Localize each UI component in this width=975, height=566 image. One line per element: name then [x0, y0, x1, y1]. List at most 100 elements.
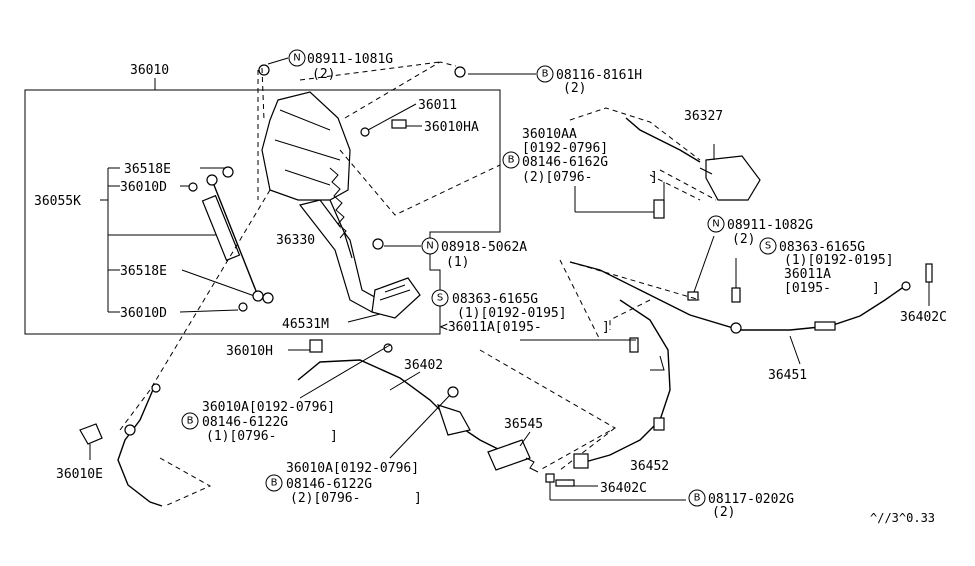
label-36010aa-range: [0192-0796] — [522, 141, 608, 156]
label-36010: 36010 — [130, 63, 169, 78]
label-36011a-center: <36011A[0195- — [440, 320, 542, 335]
svg-text:B: B — [542, 69, 549, 80]
label-36011a-right-end: ] — [872, 281, 880, 296]
label-36518e-bot: 36518E — [120, 264, 167, 279]
label-36010h: 36010H — [226, 344, 273, 359]
label-08117-0202g-qty: (2) — [712, 505, 735, 520]
label-36011a-right-range: [0195- — [784, 281, 831, 296]
nut-badge-2: N — [421, 237, 439, 255]
label-36402c-bottom: 36402C — [600, 481, 647, 496]
label-08918-5062a-qty: (1) — [446, 255, 469, 270]
bolt-08146-6162g — [574, 182, 665, 219]
dashed-guide-upper — [257, 61, 501, 216]
bolt-badge-4: B — [265, 474, 283, 492]
label-08146-6162g-qty: (2)[0796- — [522, 170, 592, 185]
label-08918-5062a: 08918-5062A — [441, 240, 527, 255]
leader-36545 — [519, 431, 531, 447]
label-08146-6122g-2-qty: (2)[0796- — [290, 491, 360, 506]
leader-46531m — [347, 313, 381, 323]
label-36010aa: 36010AA — [522, 127, 577, 142]
label-36330: 36330 — [276, 233, 315, 248]
label-08146-6162g: 08146-6162G — [522, 155, 608, 170]
nut-08911-1082g — [687, 291, 699, 301]
release-handle-36327 — [569, 107, 761, 201]
pedal-assembly — [258, 64, 466, 319]
label-36011: 36011 — [418, 98, 457, 113]
label-08146-6122g-1-end: ] — [330, 429, 338, 444]
screw-badge-1: S — [759, 237, 777, 255]
label-36011a-center-end: ] — [602, 320, 610, 335]
screw-08363-6165g-center — [629, 337, 639, 353]
label-08146-6122g-2: 08146-6122G — [286, 477, 372, 492]
label-36010e: 36010E — [56, 467, 103, 482]
leader-36010d-bot — [179, 309, 239, 313]
cable-36451 — [569, 261, 911, 334]
label-08146-6162g-end: ] — [650, 170, 658, 185]
label-08911-1081g: 08911-1081G — [307, 52, 393, 67]
label-08363-6165g-right-qty: (1)[0192-0195] — [784, 253, 894, 268]
label-08911-1082g: 08911-1082G — [727, 218, 813, 233]
bolt-08117-0202g — [545, 473, 555, 483]
nut-badge-3: N — [707, 215, 725, 233]
label-36010a-1: 36010A[0192-0796] — [202, 400, 335, 415]
adjuster-36545 — [487, 439, 539, 473]
svg-text:S: S — [437, 293, 443, 304]
cable-36452 — [573, 299, 671, 469]
leader-36011 — [367, 103, 417, 131]
leader-36518e-bot — [181, 269, 261, 299]
lower-cable — [117, 383, 212, 507]
label-36011a-right: 36011A — [784, 267, 831, 282]
assembly-frame — [24, 89, 501, 335]
label-36402c-right: 36402C — [900, 310, 947, 325]
pin-36402c-right — [925, 263, 933, 283]
bolt-36010ha — [391, 119, 407, 129]
label-08363-6165g-center-qty: (1)[0192-0195] — [457, 306, 567, 321]
bolt-badge-5: B — [688, 489, 706, 507]
screw-08363-6165g-right — [731, 287, 741, 303]
label-46531m: 46531M — [282, 317, 329, 332]
svg-text:B: B — [694, 493, 701, 504]
label-08146-6122g-1-qty: (1)[0796- — [206, 429, 276, 444]
label-36452: 36452 — [630, 459, 669, 474]
nut-badge-1: N — [288, 49, 306, 67]
label-36010a-2: 36010A[0192-0796] — [286, 461, 419, 476]
label-08116-8161h-qty: (2) — [563, 81, 586, 96]
clip-36010e — [79, 423, 103, 460]
dashed-guide-left — [119, 189, 271, 431]
damper-strut — [188, 166, 274, 312]
bracket-36055k — [100, 167, 225, 313]
bolt-badge-2: B — [502, 151, 520, 169]
svg-text:N: N — [293, 53, 300, 64]
label-36402: 36402 — [404, 358, 443, 373]
label-36010d-top: 36010D — [120, 180, 167, 195]
cable-36402 — [297, 339, 521, 461]
dashed-guide-center — [479, 259, 701, 471]
leader-36402 — [389, 371, 421, 391]
label-36545: 36545 — [504, 417, 543, 432]
pin-36402c-bottom — [555, 479, 575, 487]
label-36010d-bot: 36010D — [120, 306, 167, 321]
leader-08911-1081g — [267, 57, 289, 65]
label-36010ha: 36010HA — [424, 120, 479, 135]
svg-text:B: B — [271, 478, 278, 489]
leader-36010a-1 — [299, 344, 391, 399]
svg-text:B: B — [187, 416, 194, 427]
label-08363-6165g-right: 08363-6165G — [779, 240, 865, 255]
label-36451: 36451 — [768, 368, 807, 383]
label-08146-6122g-1: 08146-6122G — [202, 415, 288, 430]
svg-text:S: S — [765, 241, 771, 252]
label-08116-8161h: 08116-8161H — [556, 68, 642, 83]
screw-badge-2: S — [431, 289, 449, 307]
label-08146-6122g-2-end: ] — [414, 491, 422, 506]
label-08117-0202g: 08117-0202G — [708, 492, 794, 507]
label-36327: 36327 — [684, 109, 723, 124]
bolt-badge-1: B — [536, 65, 554, 83]
label-36055k: 36055K — [34, 194, 81, 209]
leader-36451 — [789, 335, 801, 365]
bolt-badge-3: B — [181, 412, 199, 430]
svg-text:B: B — [508, 155, 515, 166]
svg-text:N: N — [712, 219, 719, 230]
label-08911-1081g-qty: (2) — [312, 67, 335, 82]
svg-text:N: N — [426, 241, 433, 252]
